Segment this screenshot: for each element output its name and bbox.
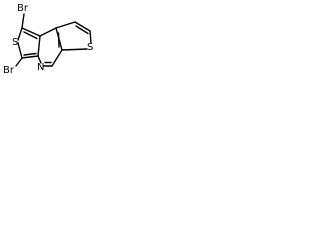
- bond-c1-br-top: [21, 13, 25, 29]
- bromine-top-label: Br: [17, 3, 29, 14]
- bond-c5a-c5: [51, 49, 63, 67]
- bond-s-right-c5a: [61, 48, 88, 51]
- bond-c9b-c9a: [39, 27, 57, 37]
- sulfur-right-label: S: [87, 42, 93, 53]
- bond-c3-c3a-inner: [23, 52, 37, 56]
- bond-n-c3a: [37, 55, 42, 64]
- bond-c9b-c1: [21, 27, 41, 37]
- molecule-structure: Br Br S S N: [3, 3, 93, 76]
- bond-s-left-c3: [17, 42, 23, 59]
- nitrogen-label: N: [37, 62, 44, 73]
- atom-labels: Br Br S S N: [3, 3, 93, 76]
- bromine-left-label: Br: [3, 65, 15, 76]
- bond-c9a-c5a-inner: [57, 32, 60, 48]
- bond-c8-s-right: [89, 30, 92, 44]
- bond-c3a-c9b: [37, 35, 41, 57]
- bond-c9-c8: [74, 21, 91, 32]
- bond-c9-c8-inner: [75, 25, 89, 35]
- bond-c9a-c9: [55, 21, 76, 29]
- bond-c9b-c1-inner: [23, 31, 38, 40]
- bond-c3-br-left: [15, 57, 23, 67]
- bonds: [15, 13, 92, 67]
- bond-c1-s-left: [17, 27, 23, 41]
- sulfur-left-label: S: [12, 37, 18, 48]
- bond-c3-c3a: [21, 55, 39, 59]
